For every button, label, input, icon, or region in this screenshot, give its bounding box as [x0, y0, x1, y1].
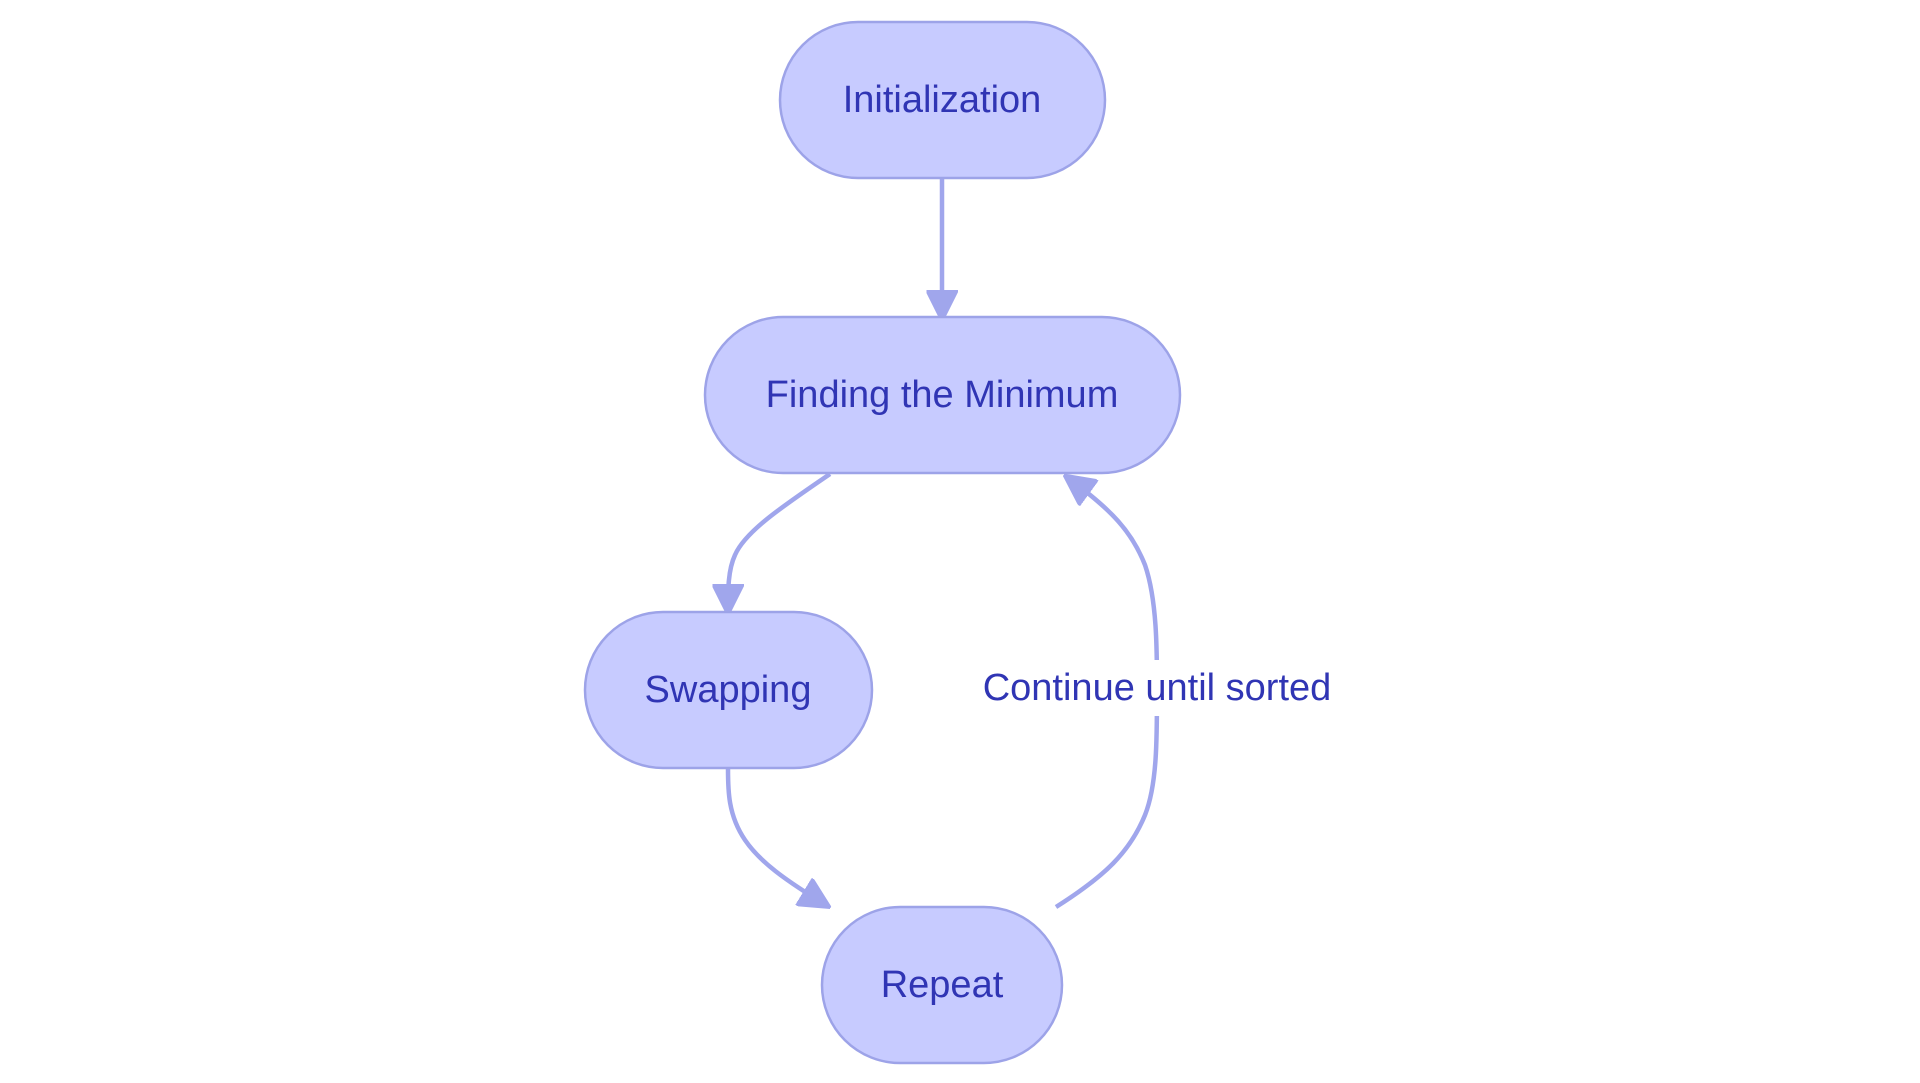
node-finding-the-minimum: Finding the Minimum: [703, 315, 1182, 475]
node-label: Repeat: [881, 964, 1004, 1006]
node-repeat: Repeat: [820, 905, 1064, 1065]
edge-swapping-to-repeat: [725, 768, 826, 905]
node-label: Initialization: [843, 79, 1042, 121]
node-label: Finding the Minimum: [766, 374, 1119, 416]
edges: [725, 178, 1160, 907]
edge-label-text: Continue until sorted: [983, 667, 1332, 709]
node-initialization: Initialization: [778, 20, 1107, 180]
edge-finding-minimum-to-swapping: [728, 472, 832, 610]
edge-label-continue-until-sorted: Continue until sorted: [964, 660, 1350, 716]
node-swapping: Swapping: [583, 610, 874, 770]
node-label: Swapping: [645, 669, 812, 711]
